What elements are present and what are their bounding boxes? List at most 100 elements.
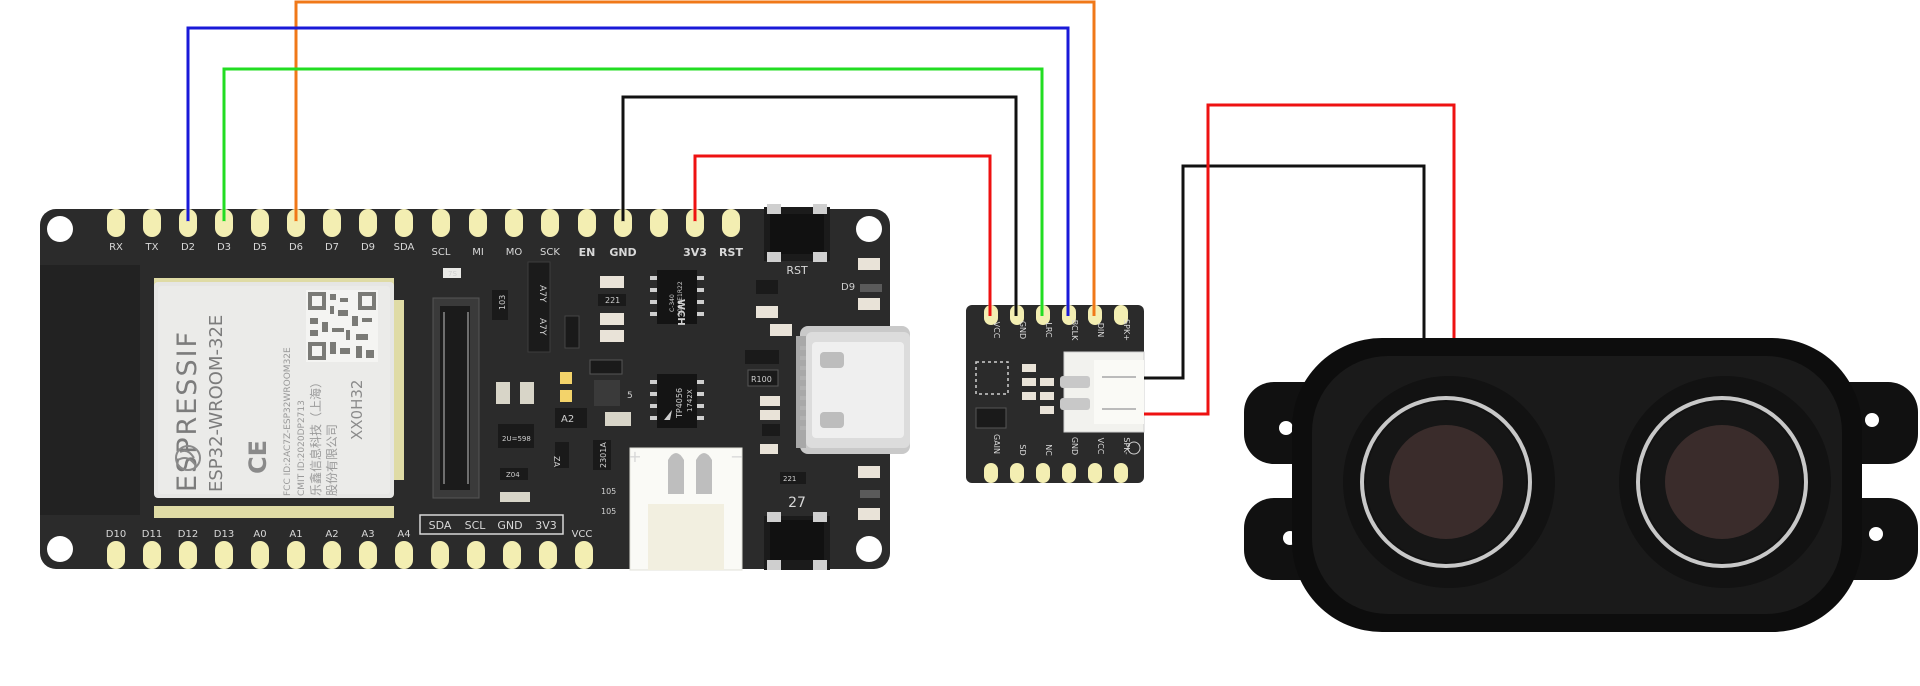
part-a7y-1: A7Y xyxy=(537,285,547,303)
wire-end-pads xyxy=(183,221,700,231)
wire-end-gnd xyxy=(618,221,628,231)
battery-plus-label: + xyxy=(628,447,641,466)
pin-label-d6: D6 xyxy=(289,242,303,253)
pin-label-rst: RST xyxy=(719,246,743,259)
pin-label-vcc: VCC xyxy=(572,529,593,540)
usb-c-port xyxy=(796,326,910,454)
part-105a: 105 xyxy=(601,487,616,496)
amp-label-sd: SD xyxy=(1018,444,1027,455)
amp-passives xyxy=(1022,364,1054,414)
pad-d10 xyxy=(107,541,125,569)
pad-d7 xyxy=(323,209,341,237)
wire-speaker-black xyxy=(1144,164,1426,380)
pin-label-bottom-sda: SDA xyxy=(429,519,452,532)
bottom-pin-pads xyxy=(107,541,593,569)
amp-label-spk-minus: SPK- xyxy=(1122,437,1131,454)
wire-end-d3 xyxy=(219,221,229,231)
amp-bottom-labels: GAIN SD NC GND VCC SPK- xyxy=(992,434,1131,456)
wire-end-3v3 xyxy=(690,221,700,231)
pad-scl xyxy=(432,209,450,237)
part-5: 5 xyxy=(627,391,633,401)
charger-chip: TP4056 1742X xyxy=(650,374,704,428)
part-a2: A2 xyxy=(561,414,574,425)
part-105b: 105 xyxy=(601,507,616,516)
d9-led-label: D9 xyxy=(841,282,855,293)
pad-bottom-sda xyxy=(431,541,449,569)
battery-minus-label: − xyxy=(730,447,743,466)
speaker-mount-hole-4 xyxy=(1869,527,1883,541)
amp-pad-nc xyxy=(1036,463,1050,483)
pin-label-bottom-gnd: GND xyxy=(497,519,522,532)
amp-pad-vcc-2 xyxy=(1088,463,1102,483)
amp-pad-spk-minus xyxy=(1114,463,1128,483)
rst-button-label: RST xyxy=(786,264,808,277)
part-2301a: 2301A xyxy=(599,442,608,468)
chip-b-line2: 1742X xyxy=(686,389,694,412)
ribbon-connector: 7S xyxy=(432,268,480,499)
wire-3v3-to-vcc xyxy=(693,154,992,316)
ce-mark: CE xyxy=(244,440,272,474)
pin-label-d9: D9 xyxy=(361,242,375,253)
boot-button-label: 27 xyxy=(788,495,806,511)
pin-label-a0: A0 xyxy=(253,529,266,540)
pad-mi xyxy=(469,209,487,237)
pin-label-rx: RX xyxy=(109,242,123,253)
pad-vcc xyxy=(575,541,593,569)
pin-label-a4: A4 xyxy=(397,529,410,540)
amp-top-labels: VCC GND LRC BCLK DIN SPK+ xyxy=(992,319,1131,341)
module-batch-code: XX0H32 xyxy=(348,380,366,440)
bottom-pin-labels: D10 D11 D12 D13 A0 A1 A2 A3 A4 SDA SCL G… xyxy=(106,514,593,540)
module-silkscreen: ESPRESSIF ESP32-WROOM-32E xyxy=(172,315,227,492)
wires xyxy=(186,0,1456,416)
amp-pad-spk-plus xyxy=(1114,305,1128,325)
wire-d6-to-din xyxy=(294,0,1096,316)
wire-d2-to-bclk xyxy=(186,26,1070,316)
i2s-amplifier-module: VCC GND LRC BCLK DIN SPK+ GAIN SD NC GND… xyxy=(966,305,1145,483)
mount-hole-br xyxy=(856,536,882,562)
part-za: ZA xyxy=(552,456,561,467)
amp-pad-sd xyxy=(1010,463,1024,483)
pad-d13 xyxy=(215,541,233,569)
espressif-logo-icon xyxy=(175,445,201,471)
mount-hole-bl xyxy=(47,536,73,562)
amp-speaker-connector xyxy=(1060,351,1145,433)
rst-button[interactable]: RST xyxy=(764,204,830,277)
part-221a: 221 xyxy=(605,296,620,305)
amp-label-din: DIN xyxy=(1096,323,1105,338)
pin-label-d13: D13 xyxy=(214,529,234,540)
esp32-module: ESPRESSIF ESP32-WROOM-32E CE FCC ID:2AC7… xyxy=(154,278,404,518)
module-maker-cn2: 股份有限公司 xyxy=(325,424,339,496)
battery-connector: + − xyxy=(628,447,744,571)
pad-a1 xyxy=(287,541,305,569)
pin-label-3v3: 3V3 xyxy=(683,246,707,259)
pad-bottom-gnd xyxy=(503,541,521,569)
module-model: ESP32-WROOM-32E xyxy=(206,315,227,492)
part-221b: 221 xyxy=(783,475,796,483)
module-fcc-id: FCC ID:2AC7Z-ESP32WROOM32E xyxy=(283,347,293,496)
wire-speaker-red xyxy=(1144,103,1456,416)
pad-a0 xyxy=(251,541,269,569)
pin-label-mo: MO xyxy=(506,247,523,258)
chip-a-line1: C-340 xyxy=(669,294,676,312)
pin-label-bottom-3v3: 3V3 xyxy=(535,519,557,532)
part-z04: Z04 xyxy=(506,471,520,479)
amp-label-vcc: VCC xyxy=(992,322,1001,339)
amp-label-nc: NC xyxy=(1044,444,1053,456)
amp-label-spk-plus: SPK+ xyxy=(1122,319,1131,341)
pin-label-a2: A2 xyxy=(325,529,338,540)
boot-button[interactable]: 27 xyxy=(764,495,830,570)
esp32-board: RX TX D2 D3 D5 D6 D7 D9 SDA SCL MI MO SC… xyxy=(40,204,910,571)
pad-en xyxy=(578,209,596,237)
pin-label-d5: D5 xyxy=(253,242,267,253)
module-brand: ESPRESSIF xyxy=(172,330,203,492)
amp-label-gnd: GND xyxy=(1018,321,1027,339)
pin-label-bottom-scl: SCL xyxy=(465,519,487,532)
pin-label-tx: TX xyxy=(145,242,159,253)
pad-sda xyxy=(395,209,413,237)
pin-label-sda: SDA xyxy=(394,242,415,253)
pin-label-d7: D7 xyxy=(325,242,339,253)
pad-sck xyxy=(541,209,559,237)
pad-bottom-scl xyxy=(467,541,485,569)
qr-code xyxy=(306,290,378,362)
